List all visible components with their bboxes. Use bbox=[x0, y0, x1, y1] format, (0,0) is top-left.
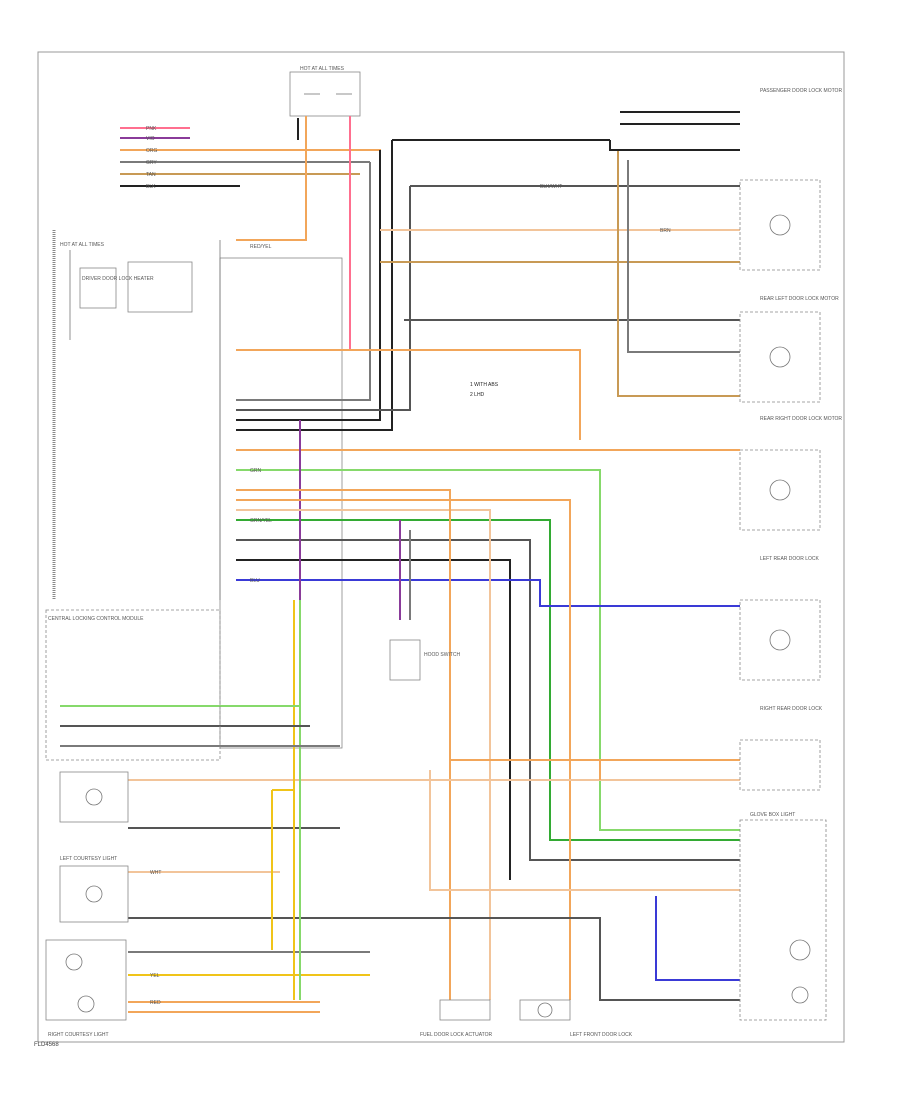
wire-label-grn: GRN bbox=[250, 468, 262, 474]
wire-label-blu: BLU bbox=[250, 578, 260, 584]
wire-label-yel: YEL bbox=[150, 973, 160, 979]
left-front-door-label: LEFT FRONT DOOR LOCK bbox=[570, 1032, 633, 1038]
center-relay: HOOD SWITCH bbox=[389, 639, 460, 681]
right-rear-label: RIGHT REAR DOOR LOCK bbox=[760, 706, 823, 712]
wire-label-wht: WHT bbox=[150, 870, 161, 876]
diagram-code: FLD4568 bbox=[34, 1042, 59, 1048]
right-rear-door: RIGHT REAR DOOR LOCK bbox=[739, 706, 823, 791]
rear-left-lock-label: REAR LEFT DOOR LOCK MOTOR bbox=[760, 296, 839, 302]
wire-label-org: ORG bbox=[146, 148, 158, 154]
fuse-block-top-label: HOT AT ALL TIMES bbox=[300, 66, 345, 72]
left-courtesy-label: LEFT COURTESY LIGHT bbox=[60, 856, 117, 862]
central-locking-module: CENTRAL LOCKING CONTROL MODULE bbox=[45, 609, 221, 761]
fuse-block-left: HOT AT ALL TIMES DRIVER DOOR LOCK HEATER bbox=[60, 242, 193, 340]
lock-motor-left-rear: LEFT REAR DOOR LOCK bbox=[739, 556, 821, 681]
fuel-door-label: FUEL DOOR LOCK ACTUATOR bbox=[420, 1032, 493, 1038]
wire-label-brn: BRN bbox=[660, 228, 671, 234]
right-courtesy-label: RIGHT COURTESY LIGHT bbox=[48, 1032, 109, 1038]
wire-label-gry: GRY bbox=[146, 160, 157, 166]
glove-box-label: GLOVE BOX LIGHT bbox=[750, 812, 795, 818]
trunk-light bbox=[59, 865, 129, 923]
wire-label-blk: BLK bbox=[146, 184, 156, 190]
rear-right-lock-label: REAR RIGHT DOOR LOCK MOTOR bbox=[760, 416, 842, 422]
fuse-block-left-label: HOT AT ALL TIMES bbox=[60, 242, 105, 248]
lock-heater-label: DRIVER DOOR LOCK HEATER bbox=[82, 276, 154, 282]
glove-box-light: GLOVE BOX LIGHT bbox=[739, 812, 827, 1021]
legend: 1 WITH ABS 2 LHD bbox=[470, 382, 499, 398]
wire-label-pnk: PNK bbox=[146, 126, 157, 132]
wire-label-blk-wht: BLK/WHT bbox=[540, 184, 562, 190]
wire-label-vio: VIO bbox=[146, 136, 155, 142]
left-courtesy-light: LEFT COURTESY LIGHT bbox=[59, 771, 129, 862]
fuel-door-actuator: FUEL DOOR LOCK ACTUATOR bbox=[420, 999, 493, 1038]
diagram-border bbox=[37, 51, 845, 1043]
left-front-door-lock: LEFT FRONT DOOR LOCK bbox=[519, 999, 633, 1038]
fuse-block-top: HOT AT ALL TIMES bbox=[289, 66, 361, 117]
wire-label-tan: TAN bbox=[146, 172, 156, 178]
passenger-lock-label: PASSENGER DOOR LOCK MOTOR bbox=[760, 88, 842, 94]
lock-motor-passenger: PASSENGER DOOR LOCK MOTOR bbox=[739, 88, 842, 271]
legend-item-2: 2 LHD bbox=[470, 392, 485, 398]
wire-label-grn-yel: GRN/YEL bbox=[250, 518, 272, 524]
hood-switch-label: HOOD SWITCH bbox=[424, 652, 460, 658]
lock-motor-rear-left: REAR LEFT DOOR LOCK MOTOR bbox=[739, 296, 839, 403]
wire-label-red: RED bbox=[150, 1000, 161, 1006]
legend-item-1: 1 WITH ABS bbox=[470, 382, 499, 388]
wire-label-red-yel: RED/YEL bbox=[250, 244, 272, 250]
left-rear-label: LEFT REAR DOOR LOCK bbox=[760, 556, 819, 562]
right-courtesy-light: RIGHT COURTESY LIGHT bbox=[45, 939, 127, 1038]
central-module-label: CENTRAL LOCKING CONTROL MODULE bbox=[48, 616, 144, 622]
lock-motor-rear-right: REAR RIGHT DOOR LOCK MOTOR bbox=[739, 416, 842, 531]
central-connector bbox=[219, 240, 343, 749]
